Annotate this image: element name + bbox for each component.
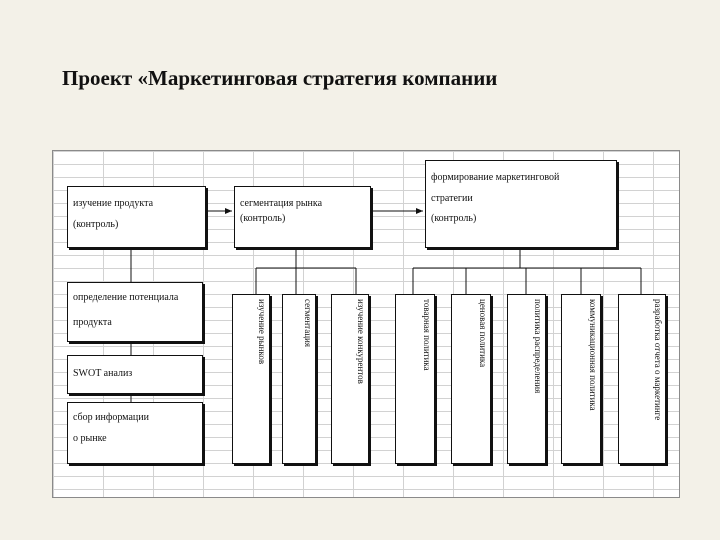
- box-market-segmentation-line2: (контроль): [240, 212, 286, 224]
- task-price-policy-label: ценовая политика: [478, 299, 488, 368]
- task-segmentation-label: сегментация: [303, 299, 313, 347]
- box-strategy-formation-line2: стратегии: [431, 192, 473, 204]
- box-strategy-formation-line1: формирование маркетинговой: [431, 172, 560, 183]
- box-product-study-line1: изучение продукта: [73, 198, 154, 209]
- task-market-study: изучение рынков: [232, 294, 270, 464]
- task-distribution-policy-label: политика распределения: [533, 299, 543, 394]
- task-product-policy: товарная политика: [395, 294, 435, 464]
- box-info-collection-line1: сбор информации: [73, 412, 149, 423]
- box-strategy-formation: формирование маркетинговой стратегии (ко…: [425, 160, 617, 248]
- task-market-study-label: изучение рынков: [257, 299, 267, 365]
- task-price-policy: ценовая политика: [451, 294, 491, 464]
- task-segmentation: сегментация: [282, 294, 316, 464]
- task-marketing-report: разработка отчета о маркетинге: [618, 294, 666, 464]
- box-product-study: изучение продукта (контроль): [67, 186, 206, 248]
- task-competitor-study: изучение конкурентов: [331, 294, 369, 464]
- box-potential-definition-line2: продукта: [73, 316, 112, 328]
- box-swot-line1: SWOT анализ: [73, 368, 133, 379]
- box-info-collection-line2: о рынке: [73, 432, 107, 444]
- box-swot: SWOT анализ: [67, 355, 203, 394]
- task-distribution-policy: политика распределения: [507, 294, 546, 464]
- box-market-segmentation-line1: сегментация рынка: [240, 198, 323, 209]
- task-competitor-study-label: изучение конкурентов: [356, 299, 366, 384]
- page-title: Проект «Маркетинговая стратегия компании: [62, 66, 498, 90]
- box-market-segmentation: сегментация рынка (контроль): [234, 186, 371, 248]
- box-potential-definition: определение потенциала продукта: [67, 282, 203, 342]
- task-communication-policy: коммуникационная политика: [561, 294, 601, 464]
- task-marketing-report-label: разработка отчета о маркетинге: [653, 299, 663, 421]
- box-info-collection: сбор информации о рынке: [67, 402, 203, 464]
- task-communication-policy-label: коммуникационная политика: [588, 299, 598, 411]
- box-potential-definition-line1: определение потенциала: [73, 292, 179, 303]
- box-product-study-line2: (контроль): [73, 218, 119, 230]
- box-strategy-formation-line3: (контроль): [431, 213, 477, 224]
- task-product-policy-label: товарная политика: [422, 299, 432, 371]
